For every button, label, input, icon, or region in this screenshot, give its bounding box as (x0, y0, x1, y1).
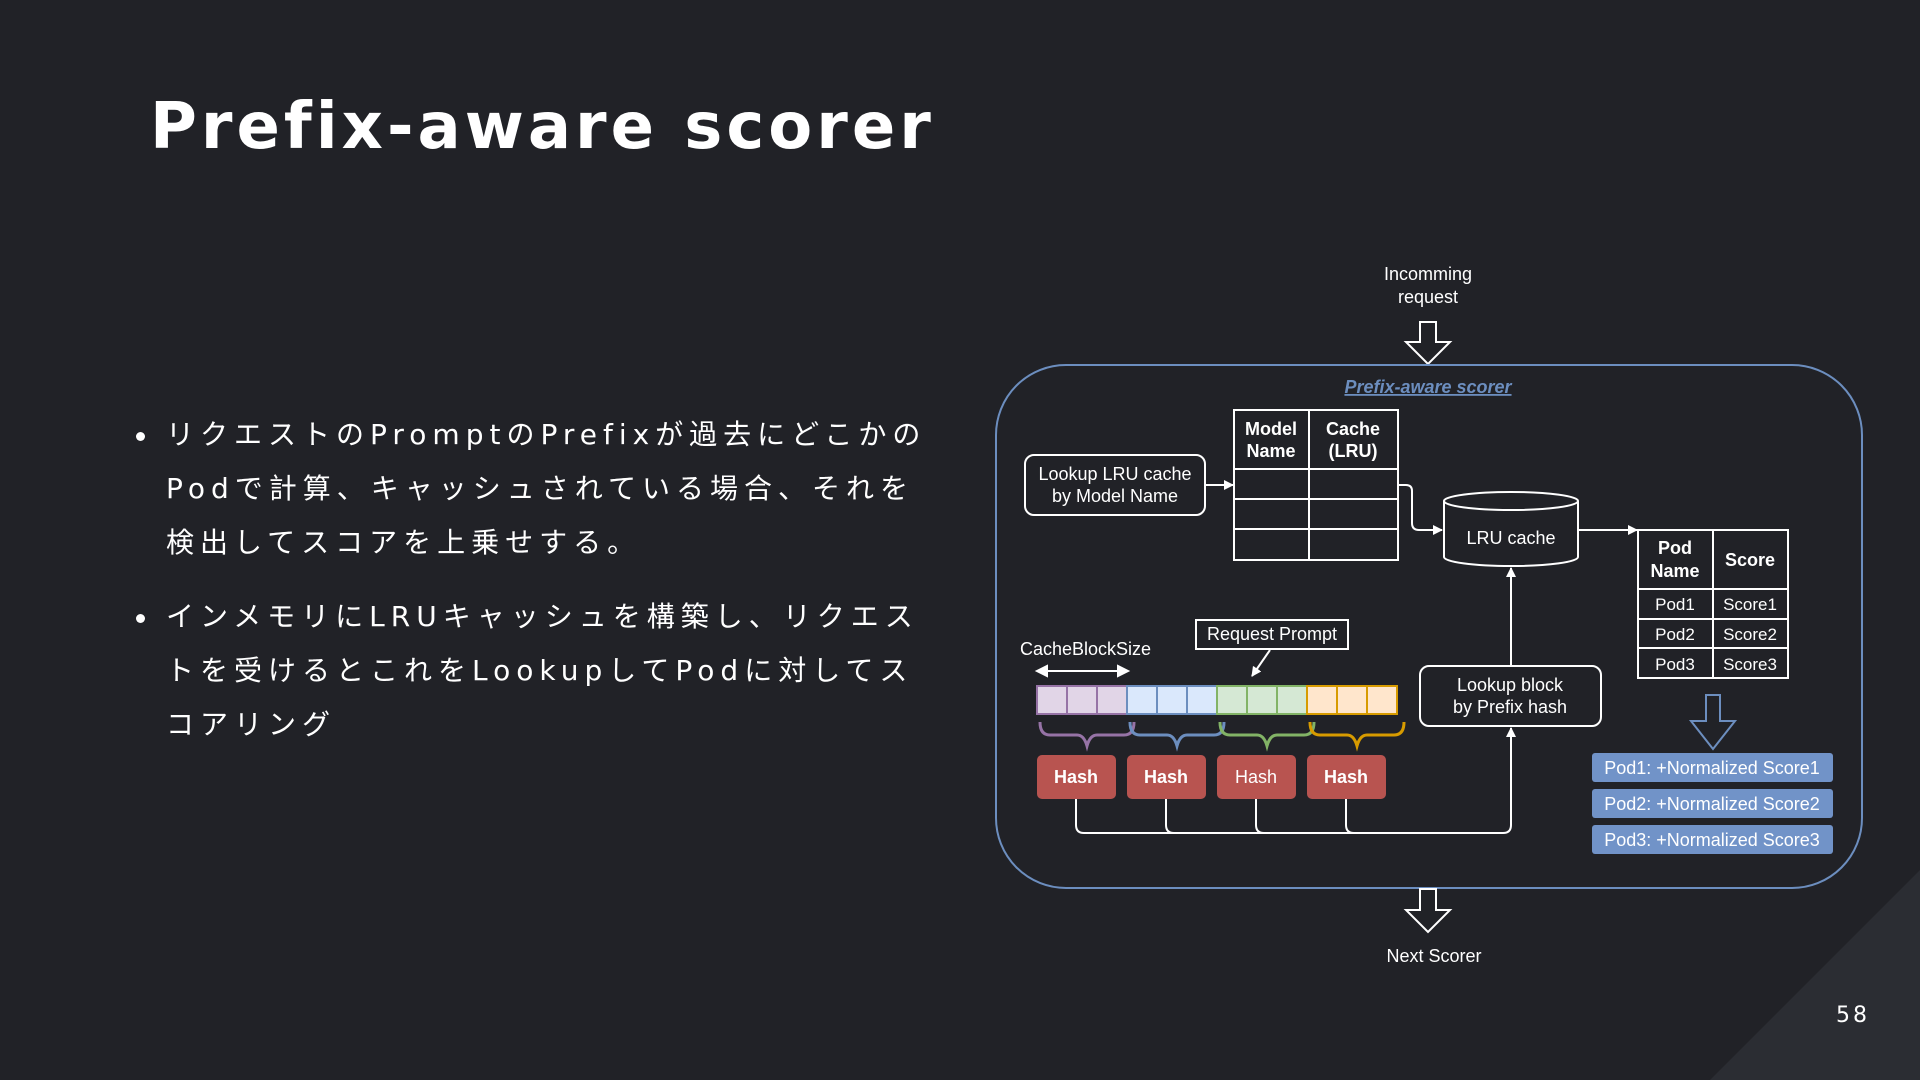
next-scorer-arrow-icon (1403, 888, 1453, 934)
score-table-pod: Pod3 (1655, 655, 1695, 674)
hash-label: Hash (1235, 767, 1277, 787)
corner-decoration (1710, 870, 1920, 1080)
cache-block-size-label: CacheBlockSize (1020, 639, 1151, 659)
request-prompt-label: Request Prompt (1207, 624, 1337, 644)
bullet-item: インメモリにLRUキャッシュを構築し、リクエストを受けるとこれをLookupして… (130, 590, 930, 752)
lookup-model-line1: Lookup LRU cache (1038, 464, 1191, 484)
model-table-header-name: Name (1246, 441, 1295, 461)
result-label: Pod2: +Normalized Score2 (1604, 794, 1820, 814)
result-arrow-icon (1688, 694, 1738, 751)
model-table-header-lru: (LRU) (1329, 441, 1378, 461)
score-table-header-pod: Pod (1658, 538, 1692, 558)
result-label: Pod3: +Normalized Score3 (1604, 830, 1820, 850)
arrow-to-lru-cache (1398, 484, 1443, 535)
hash-box (1307, 755, 1386, 799)
hash-collector-lines (1075, 727, 1516, 834)
result-box (1592, 825, 1833, 854)
lookup-model-line2: by Model Name (1052, 486, 1178, 506)
incoming-label-line2: request (1398, 287, 1458, 307)
lru-cache-cylinder (1443, 491, 1579, 567)
block-braces (1038, 721, 1406, 752)
slide-title: Prefix-aware scorer (150, 90, 935, 164)
request-prompt-box (1195, 619, 1349, 650)
hash-label: Hash (1324, 767, 1368, 787)
score-table-score: Score3 (1723, 655, 1777, 674)
lookup-block-line1: Lookup block (1457, 675, 1564, 695)
hash-label: Hash (1054, 767, 1098, 787)
result-box (1592, 753, 1833, 782)
double-arrow-icon (1034, 664, 1131, 678)
hash-label: Hash (1144, 767, 1188, 787)
score-table-score: Score1 (1723, 595, 1777, 614)
hash-box (1127, 755, 1206, 799)
prompt-blocks (1036, 685, 1398, 715)
model-table (1233, 409, 1399, 561)
model-table-header-model: Model (1245, 419, 1297, 439)
page-number: 58 (1836, 1003, 1870, 1028)
score-table-pod: Pod2 (1655, 625, 1695, 644)
incoming-label-line1: Incomming (1384, 264, 1472, 284)
bullet-list: リクエストのPromptのPrefixが過去にどこかのPodで計算、キャッシュさ… (130, 408, 930, 772)
incoming-arrow-icon (1403, 321, 1453, 366)
hash-box (1037, 755, 1116, 799)
score-table (1637, 529, 1789, 679)
lru-cache-label: LRU cache (1466, 528, 1555, 548)
score-table-header-name: Name (1650, 561, 1699, 581)
request-prompt-arrow (1251, 649, 1271, 677)
score-table-pod: Pod1 (1655, 595, 1695, 614)
next-scorer-label: Next Scorer (1386, 946, 1481, 966)
result-box (1592, 789, 1833, 818)
result-label: Pod1: +Normalized Score1 (1604, 758, 1820, 778)
score-table-header-score: Score (1725, 550, 1775, 570)
container-title: Prefix-aware scorer (1344, 377, 1512, 397)
lookup-block-line2: by Prefix hash (1453, 697, 1567, 717)
score-table-score: Score2 (1723, 625, 1777, 644)
bullet-item: リクエストのPromptのPrefixが過去にどこかのPodで計算、キャッシュさ… (130, 408, 930, 570)
model-table-header-cache: Cache (1326, 419, 1380, 439)
hash-box (1217, 755, 1296, 799)
